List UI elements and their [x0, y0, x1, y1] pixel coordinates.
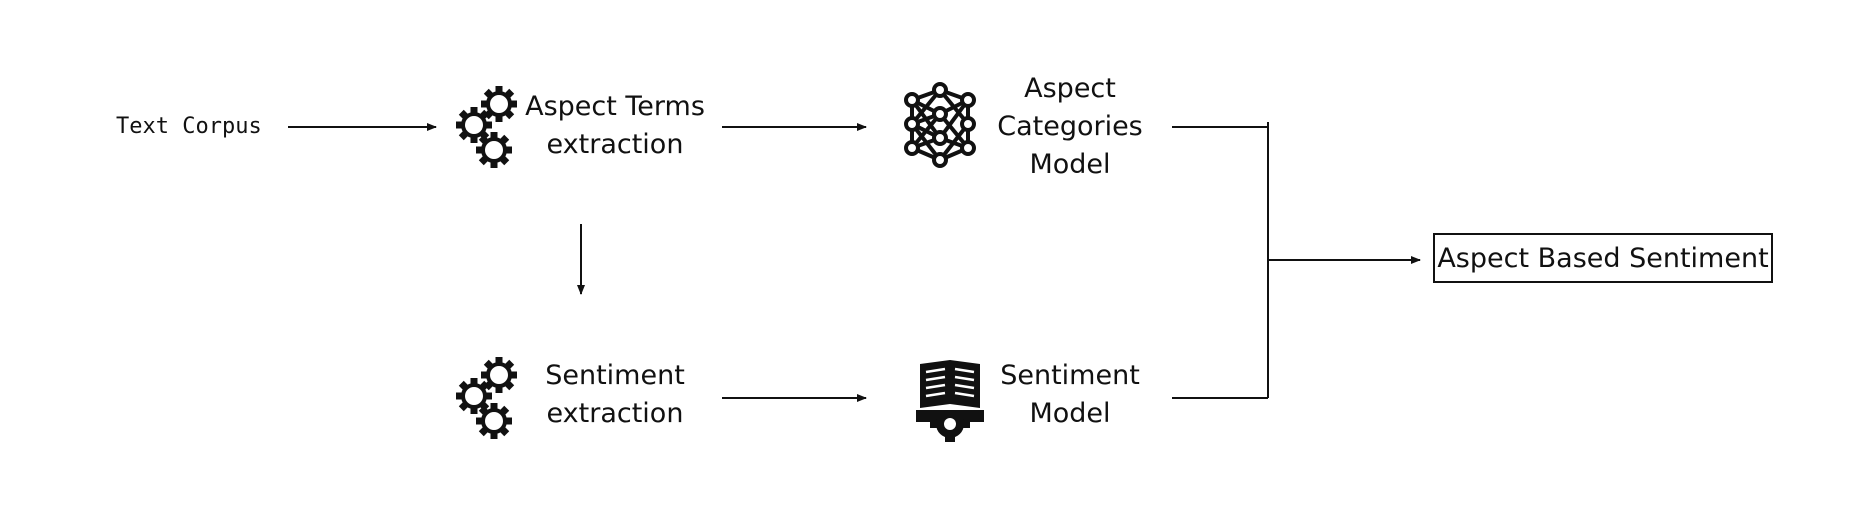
sentiment-extraction-line-1: Sentiment: [545, 360, 685, 391]
sentiment-model-line-2: Model: [1029, 398, 1111, 429]
sentiment-model-label: Sentiment Model: [990, 357, 1150, 433]
aspect-terms-label: Aspect Terms extraction: [525, 88, 705, 164]
aspect-terms-line-1: Aspect Terms: [525, 91, 705, 122]
gears-icon: [454, 355, 519, 441]
book-gear-icon: [916, 360, 984, 442]
aspect-categories-line-1: Aspect: [1024, 73, 1116, 104]
aspect-categories-label: Aspect Categories Model: [990, 70, 1150, 184]
aspect-based-sentiment-box: Aspect Based Sentiment: [1433, 233, 1773, 283]
gears-icon: [454, 84, 519, 170]
sentiment-extraction-label: Sentiment extraction: [525, 357, 705, 433]
sentiment-model-line-1: Sentiment: [1000, 360, 1140, 391]
sentiment-extraction-line-2: extraction: [546, 398, 684, 429]
aspect-categories-line-2: Categories: [997, 111, 1143, 142]
aspect-terms-line-2: extraction: [546, 129, 684, 160]
neural-network-icon: [904, 82, 976, 168]
aspect-categories-line-3: Model: [1029, 149, 1111, 180]
text-corpus-label: Text Corpus: [116, 114, 262, 139]
